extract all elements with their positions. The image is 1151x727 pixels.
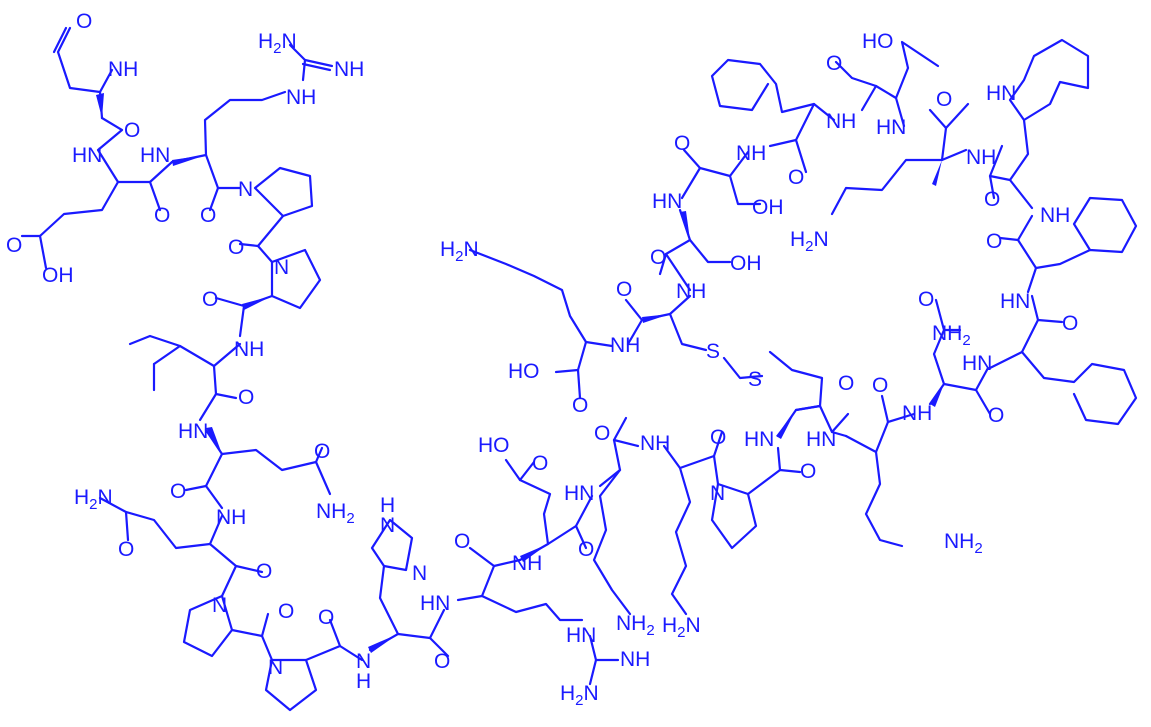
atom-o: O	[936, 88, 952, 111]
atom-ho: HO	[478, 434, 510, 457]
atom-nh2: NH2	[616, 612, 655, 639]
atom-hn: HN	[178, 420, 208, 443]
atom-nh2: NH2	[932, 322, 971, 349]
atom-hn: HN	[1000, 290, 1030, 313]
atom-o: O	[318, 606, 334, 629]
atom-h: H	[356, 670, 371, 693]
atom-o: O	[872, 374, 888, 397]
atom-nh2: NH2	[316, 500, 355, 527]
atom-nh: NH	[966, 146, 996, 169]
atom-nh: NH	[676, 280, 706, 303]
atom-nh: NH	[902, 402, 932, 425]
atom-o: O	[454, 530, 470, 553]
atom-n: N	[274, 256, 289, 279]
atom-h2n: H2N	[662, 614, 701, 641]
atom-nh: NH	[1040, 204, 1070, 227]
atom-o: O	[826, 52, 842, 75]
atom-o: O	[278, 600, 294, 623]
atom-nh2: NH2	[944, 530, 983, 557]
atom-o: O	[594, 422, 610, 445]
atom-oh: OH	[752, 196, 784, 219]
atom-o: O	[314, 440, 330, 463]
atom-o: O	[200, 204, 216, 227]
atom-nh: NH	[334, 58, 364, 81]
atom-n: N	[356, 650, 371, 673]
atom-hn: HN	[140, 144, 170, 167]
atom-o: O	[124, 119, 140, 142]
atom-o: O	[988, 404, 1004, 427]
atom-oh: OH	[730, 252, 762, 275]
atom-o: O	[118, 538, 134, 561]
atom-hn: HN	[72, 144, 102, 167]
atom-ho: HO	[508, 360, 540, 383]
atom-o: O	[202, 288, 218, 311]
atom-o: O	[532, 452, 548, 475]
atom-o: O	[228, 236, 244, 259]
atom-nh: NH	[736, 142, 766, 165]
atom-oh: OH	[42, 264, 74, 287]
atom-ho: HO	[862, 30, 894, 53]
atom-nh: NH	[512, 552, 542, 575]
atom-h2n: H2N	[790, 228, 829, 255]
atom-nh: NH	[108, 58, 138, 81]
atom-label-layer: O NH O HN HN O O OH O N H2N NH NH O N O …	[6, 10, 1078, 709]
atom-o: O	[788, 166, 804, 189]
atom-o: O	[674, 132, 690, 155]
atom-o: O	[616, 278, 632, 301]
atom-s: S	[706, 340, 720, 363]
atom-h2n: H2N	[440, 238, 479, 265]
atom-o: O	[154, 204, 170, 227]
atom-o: O	[434, 650, 450, 673]
atom-hn: HN	[986, 82, 1016, 105]
atom-h2n: H2N	[258, 30, 297, 57]
atom-nh: NH	[620, 648, 650, 671]
atom-hn: HN	[962, 352, 992, 375]
atom-o: O	[256, 560, 272, 583]
atom-h: H	[380, 494, 395, 517]
atom-hn: HN	[564, 482, 594, 505]
atom-n: N	[268, 656, 283, 679]
atom-n: N	[238, 178, 253, 201]
atom-nh: NH	[640, 432, 670, 455]
atom-h2n: H2N	[560, 682, 599, 709]
atom-n: N	[380, 514, 395, 537]
atom-o: O	[986, 230, 1002, 253]
atom-h2n: H2N	[74, 486, 113, 513]
stereo-bonds	[96, 93, 944, 653]
atom-s: S	[748, 368, 762, 391]
atom-hn: HN	[420, 592, 450, 615]
atom-o: O	[800, 460, 816, 483]
atom-o: O	[838, 372, 854, 395]
atom-o: O	[918, 288, 934, 311]
atom-o: O	[238, 386, 254, 409]
atom-hn: HN	[566, 624, 596, 647]
atom-o: O	[6, 234, 22, 257]
atom-nh: NH	[286, 86, 316, 109]
atom-o: O	[572, 394, 588, 417]
atom-o: O	[76, 10, 92, 33]
atom-hn: HN	[744, 428, 774, 451]
atom-hn: HN	[876, 116, 906, 139]
atom-o: O	[170, 480, 186, 503]
atom-o: O	[650, 246, 666, 269]
atom-hn: HN	[652, 190, 682, 213]
atom-n: N	[710, 482, 725, 505]
atom-o: O	[1062, 312, 1078, 335]
atom-hn: HN	[806, 428, 836, 451]
atom-nh: NH	[826, 110, 856, 133]
atom-nh: NH	[216, 506, 246, 529]
atom-n: N	[212, 594, 227, 617]
atom-o: O	[578, 538, 594, 561]
atom-nh: NH	[234, 338, 264, 361]
atom-n: N	[412, 562, 427, 585]
atom-nh: NH	[610, 334, 640, 357]
atom-o: O	[984, 188, 1000, 211]
atom-o: O	[710, 426, 726, 449]
